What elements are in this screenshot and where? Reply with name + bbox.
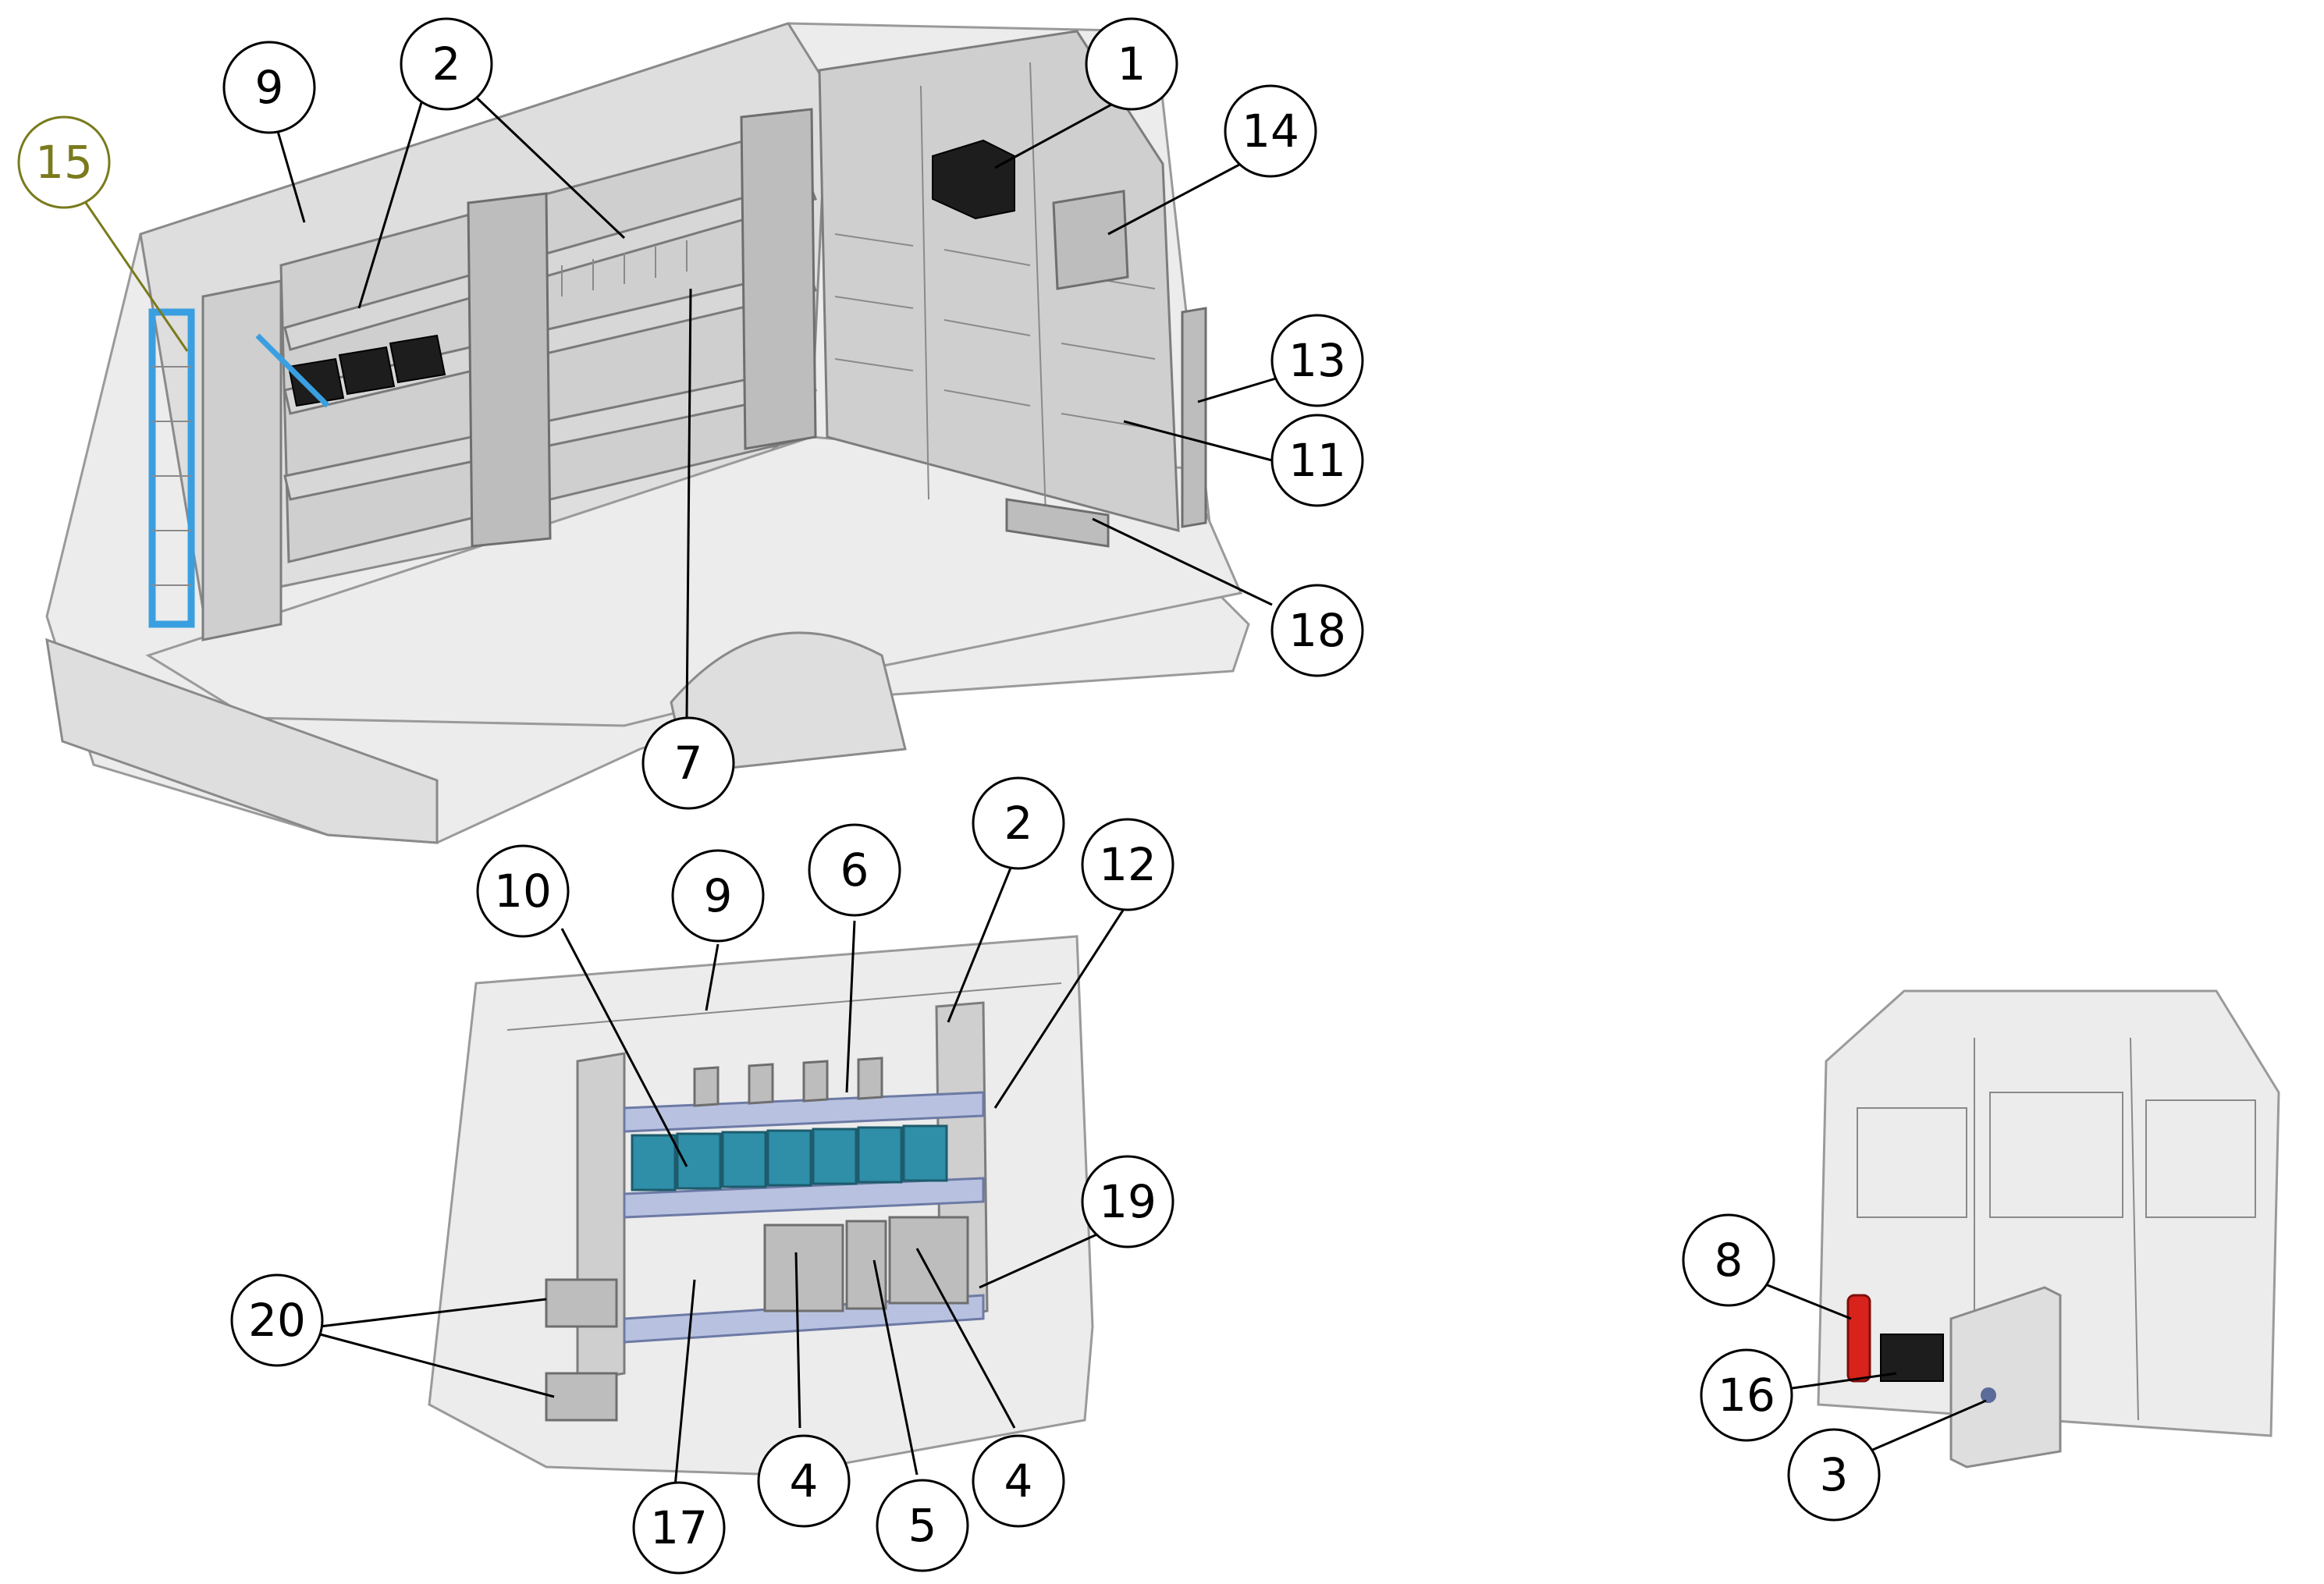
ladder-rungs <box>152 366 191 586</box>
closeup-end-panel-left <box>576 1052 626 1383</box>
callout-1: 1 <box>1085 17 1178 111</box>
floor-brackets <box>545 1278 618 1422</box>
callout-18-label: 18 <box>1288 604 1346 657</box>
wheel-well <box>670 631 907 774</box>
ladder-rack-end <box>148 279 330 641</box>
callout-14-label: 14 <box>1242 105 1299 158</box>
black-bins <box>287 334 446 407</box>
callout-3-label: 3 <box>1820 1448 1849 1501</box>
closeup-rail <box>506 982 1062 1031</box>
callout-20: 20 <box>230 1273 324 1367</box>
teal-bin <box>721 1131 767 1188</box>
callout-20-label: 20 <box>248 1294 306 1347</box>
callout-2a-label: 2 <box>432 37 461 91</box>
callout-15: 15 <box>17 115 111 209</box>
drawer-unit-4a <box>763 1224 844 1312</box>
battery-box <box>1880 1334 1944 1382</box>
bracket-lower <box>545 1372 618 1422</box>
shelf-dividers <box>561 240 688 297</box>
callout-2a: 2 <box>400 17 493 111</box>
callout-8: 8 <box>1682 1213 1775 1307</box>
drawer-units <box>763 1216 969 1312</box>
partition-panel <box>818 30 1180 532</box>
shelf-top <box>283 178 818 351</box>
callout-14: 14 <box>1224 84 1317 178</box>
item-13-edge <box>1181 307 1207 528</box>
callout-2b: 2 <box>972 776 1065 870</box>
fire-extinguisher <box>1846 1294 1871 1383</box>
teal-bin <box>631 1134 677 1192</box>
callout-5: 5 <box>876 1479 969 1572</box>
callout-15-label: 15 <box>35 136 93 189</box>
rear-end-panel <box>201 279 283 641</box>
callout-2b-label: 2 <box>1004 797 1033 850</box>
callout-7: 7 <box>641 716 735 810</box>
callout-19: 19 <box>1081 1155 1174 1248</box>
callout-9b: 9 <box>671 849 765 943</box>
callout-6: 6 <box>808 823 901 917</box>
power-unit <box>1949 1286 2062 1469</box>
callout-19-label: 19 <box>1099 1175 1157 1228</box>
callout-12-label: 12 <box>1099 838 1157 891</box>
callout-13-label: 13 <box>1288 334 1346 387</box>
callout-4a: 4 <box>757 1434 851 1528</box>
rear-bumper <box>45 638 439 844</box>
van-cargo-assembly <box>45 22 1250 844</box>
power-unit-port <box>1981 1387 1996 1403</box>
item-14-box <box>1052 190 1129 290</box>
callout-9a: 9 <box>222 41 316 134</box>
ladder <box>148 308 195 628</box>
closeup-shelf-middle <box>623 1177 985 1219</box>
callout-18: 18 <box>1270 584 1364 677</box>
callout-5-label: 5 <box>908 1499 937 1552</box>
teal-bins <box>631 1124 948 1192</box>
callout-9b-label: 9 <box>704 869 733 922</box>
callout-11-label: 11 <box>1288 434 1346 487</box>
callout-9a-label: 9 <box>255 61 284 114</box>
shelf-end-panel-front <box>740 108 817 450</box>
teal-bin <box>857 1126 903 1184</box>
callout-4a-label: 4 <box>790 1454 819 1508</box>
item-1-bracket <box>932 139 1015 220</box>
teal-bin <box>812 1128 858 1185</box>
drawer-unit-5 <box>845 1220 887 1310</box>
callout-13: 13 <box>1270 314 1364 407</box>
callout-11: 11 <box>1270 414 1364 507</box>
rear-partition <box>1817 989 2280 1437</box>
drawer-unit-4b <box>888 1216 969 1305</box>
callout-17: 17 <box>632 1481 726 1575</box>
callout-6-label: 6 <box>840 843 869 897</box>
callout-4b: 4 <box>972 1434 1065 1528</box>
callout-4b-label: 4 <box>1004 1454 1033 1508</box>
partition-wall <box>818 30 1207 548</box>
callout-16: 16 <box>1700 1348 1793 1442</box>
callout-3: 3 <box>1787 1428 1881 1522</box>
callout-8-label: 8 <box>1715 1234 1743 1287</box>
callout-10: 10 <box>476 844 570 938</box>
shelf-end-panel-mid <box>467 192 552 548</box>
bracket-upper <box>545 1278 618 1328</box>
divider-tabs <box>693 1057 883 1107</box>
leader-lines <box>84 88 1987 1487</box>
strap <box>255 333 330 408</box>
item-18-kickplate <box>1005 498 1110 548</box>
shelving-closeup <box>428 935 1094 1476</box>
callout-12: 12 <box>1081 818 1174 911</box>
callout-17-label: 17 <box>650 1501 708 1554</box>
callout-7-label: 7 <box>674 737 703 790</box>
teal-bin <box>766 1129 812 1187</box>
callout-10-label: 10 <box>494 865 552 918</box>
callout-16-label: 16 <box>1718 1369 1775 1422</box>
callout-1-label: 1 <box>1118 37 1146 91</box>
shelving-unit <box>279 108 818 563</box>
partition-seams <box>920 62 1047 516</box>
rear-windows <box>1857 1092 2256 1218</box>
teal-bin <box>902 1124 948 1182</box>
partition-rear-view <box>1817 989 2280 1469</box>
